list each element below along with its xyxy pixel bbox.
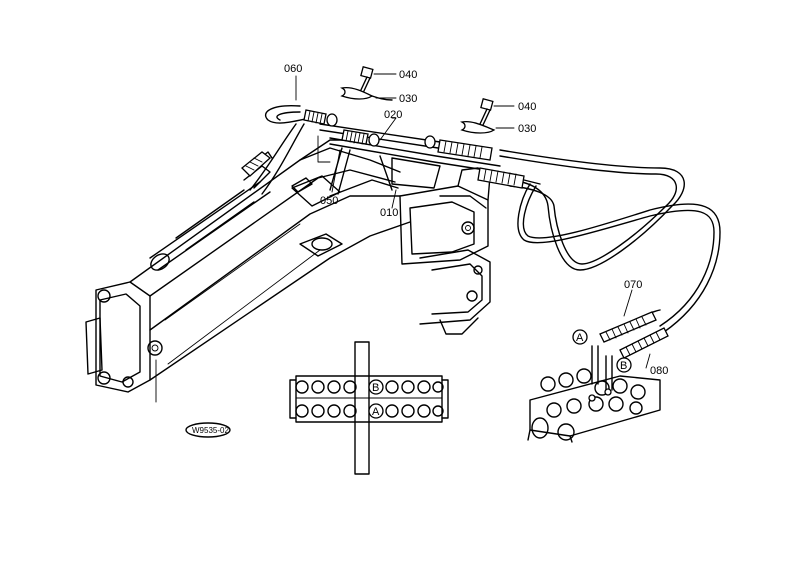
port-b-marker [616, 357, 632, 373]
valve-b-marker [368, 379, 384, 395]
callout-070: 070 [624, 279, 642, 291]
callout-020: 020 [384, 109, 402, 121]
callout-010: 010 [380, 207, 398, 219]
valve-bank-top-view: B A [289, 341, 449, 475]
clamp-set-left [340, 66, 393, 101]
valve-b-label: B [372, 382, 379, 394]
callout-040-right: 040 [518, 101, 536, 113]
drawing-code: W9535-02 [185, 422, 231, 438]
hose-lines [249, 104, 721, 333]
drawing-code-text: W9535-02 [192, 426, 229, 435]
port-a-label: A [576, 332, 584, 344]
callout-060: 060 [284, 63, 302, 75]
valve-a-label: A [372, 406, 380, 418]
callout-080: 080 [650, 365, 668, 377]
clamp-set-right [460, 98, 496, 134]
control-valve-cluster: A B [527, 311, 669, 443]
hose-fittings [241, 109, 541, 193]
callout-labels: 060 040 030 020 040 030 050 010 070 080 [284, 63, 668, 377]
callout-030-left: 030 [399, 93, 417, 105]
valve-a-marker [368, 403, 384, 419]
callout-050: 050 [320, 195, 338, 207]
port-b-label: B [620, 360, 627, 372]
boom-arm [85, 139, 491, 403]
callout-030-right: 030 [518, 123, 536, 135]
callout-leaders [295, 73, 651, 369]
callout-040-left: 040 [399, 69, 417, 81]
port-a-marker [572, 329, 588, 345]
